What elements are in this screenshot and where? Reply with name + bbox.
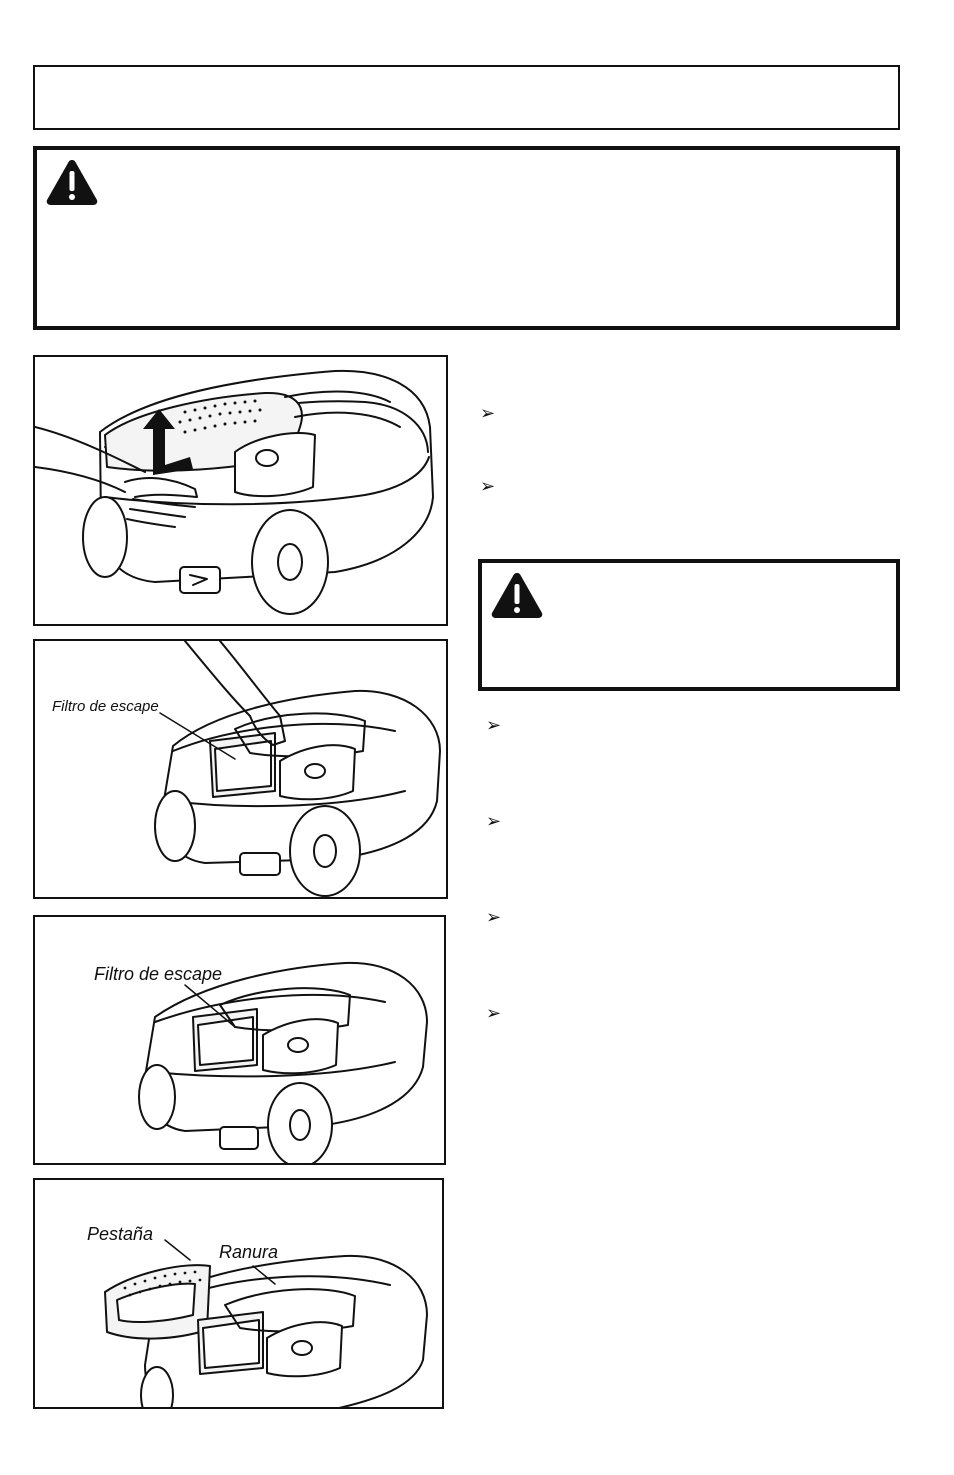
vacuum-illustration [138,961,428,1163]
vacuum-illustration [104,1239,428,1407]
figure-filter-installed: Filtro de escape [33,915,446,1165]
bullet-arrow-icon: ➢ [486,907,502,927]
figure-remove-filter: Filtro de escape [33,639,448,899]
figure-cover-tab-slot: Pestaña Ranura [33,1178,444,1409]
bullet-arrow-icon: ➢ [486,1003,502,1023]
label-exhaust-filter: Filtro de escape [52,698,159,715]
page-title-box [33,65,900,130]
warning-box-side [478,559,900,691]
bullet-arrow-icon: ➢ [486,715,502,735]
bullet-arrow-icon: ➢ [480,403,496,423]
bullet-arrow-icon: ➢ [486,811,502,831]
figure-lift-cover [33,355,448,626]
label-exhaust-filter: Filtro de escape [94,964,223,984]
warning-box-main [33,146,900,330]
label-slot: Ranura [219,1242,279,1262]
warning-triangle-icon [491,573,543,618]
warning-triangle-icon [46,160,98,205]
lift-arrow-icon [143,409,193,475]
bullet-arrow-icon: ➢ [480,476,496,496]
label-tab: Pestaña [87,1224,154,1244]
vacuum-illustration [154,641,441,897]
vacuum-illustration [35,369,434,615]
